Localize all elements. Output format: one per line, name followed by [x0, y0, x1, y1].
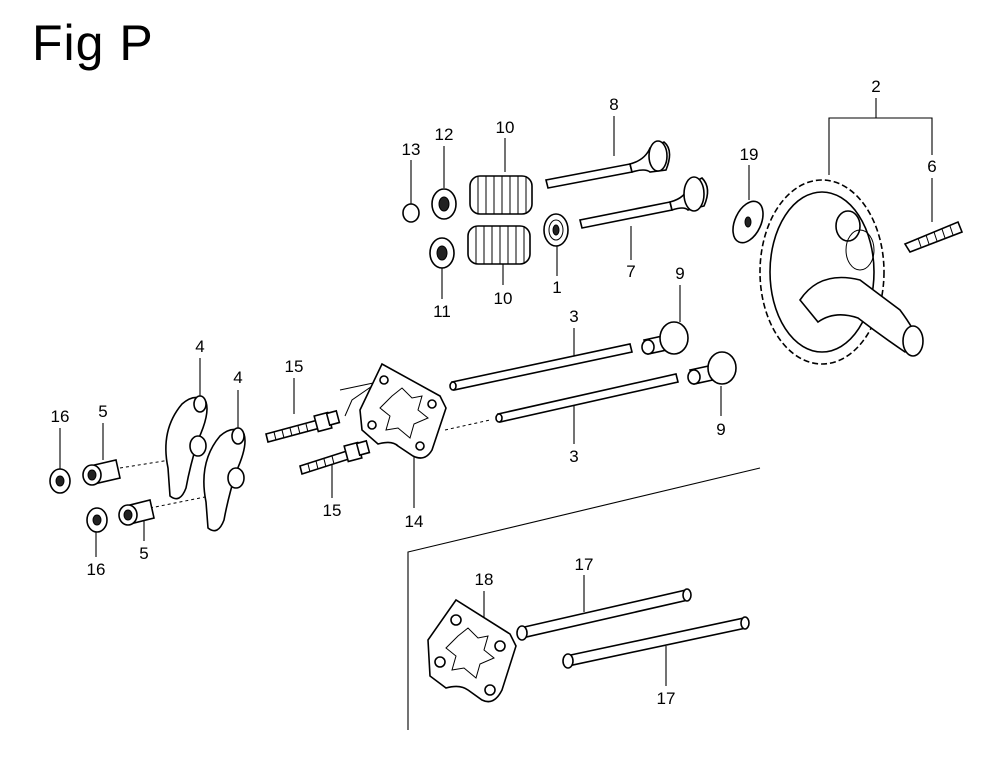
callout-4-left: 4 [195, 337, 204, 356]
part-16-lock-nut-upper [49, 468, 71, 494]
part-11-spring-retainer [429, 237, 455, 269]
callout-labels: 1 2 3 3 4 4 5 5 6 7 8 9 9 10 10 11 12 13… [51, 77, 937, 708]
callout-6: 6 [927, 157, 936, 176]
callout-3-lower: 3 [569, 447, 578, 466]
part-16-lock-nut-lower [86, 507, 108, 533]
part-5-rocker-pivot-upper [82, 459, 121, 486]
part-15-pivot-stud-upper [265, 409, 341, 443]
callout-8: 8 [609, 95, 618, 114]
callout-9-lower: 9 [716, 420, 725, 439]
callout-1: 1 [552, 278, 561, 297]
callout-11: 11 [433, 302, 451, 321]
callout-5-upper: 5 [98, 402, 107, 421]
part-3-pushrod-lower [495, 373, 679, 423]
part-17-pushrod-upper [516, 588, 692, 641]
callout-5-lower: 5 [139, 544, 148, 563]
callout-12: 12 [435, 125, 454, 144]
callout-18: 18 [475, 570, 494, 589]
callout-14: 14 [405, 512, 424, 531]
part-7-valve [579, 176, 709, 229]
part-9-tappet-lower [687, 351, 737, 385]
part-4-rocker-arm-right [203, 427, 246, 532]
part-18-pushrod-guide-plate [427, 598, 517, 703]
part-12-spring-retainer [431, 188, 457, 220]
part-8-valve [545, 140, 671, 189]
callout-10-upper: 10 [496, 118, 515, 137]
part-1-stem-seal [543, 213, 569, 247]
part-14-pushrod-guide-plate [359, 362, 447, 459]
part-6-decompressor-spring [903, 220, 964, 253]
part-13-valve-cap [402, 203, 420, 223]
part-10-valve-spring-upper [469, 175, 533, 215]
callout-16-lower: 16 [87, 560, 106, 579]
callout-15-lower: 15 [323, 501, 342, 520]
figure-title: Fig P [32, 15, 154, 71]
leader-lines [59, 98, 933, 730]
part-15-pivot-stud-lower [299, 439, 371, 476]
callout-4-right: 4 [233, 368, 242, 387]
callout-2: 2 [871, 77, 880, 96]
part-19-washer [732, 200, 764, 244]
callout-16-upper: 16 [51, 407, 70, 426]
callout-3-upper: 3 [569, 307, 578, 326]
callout-13: 13 [402, 140, 421, 159]
callout-15-upper: 15 [285, 357, 304, 376]
callout-7: 7 [626, 262, 635, 281]
callout-17-upper: 17 [575, 555, 594, 574]
part-5-rocker-pivot-lower [118, 499, 155, 526]
part-3-pushrod-upper [449, 343, 633, 391]
part-10-valve-spring-lower [467, 225, 531, 265]
part-17-pushrod-lower [562, 616, 750, 669]
part-9-tappet-upper [641, 321, 689, 355]
callout-19: 19 [740, 145, 759, 164]
callout-10-lower: 10 [494, 289, 513, 308]
part-2-camshaft-gear [759, 179, 924, 365]
callout-17-lower: 17 [657, 689, 676, 708]
part-4-rocker-arm-left [165, 395, 208, 500]
callout-9-upper: 9 [675, 264, 684, 283]
